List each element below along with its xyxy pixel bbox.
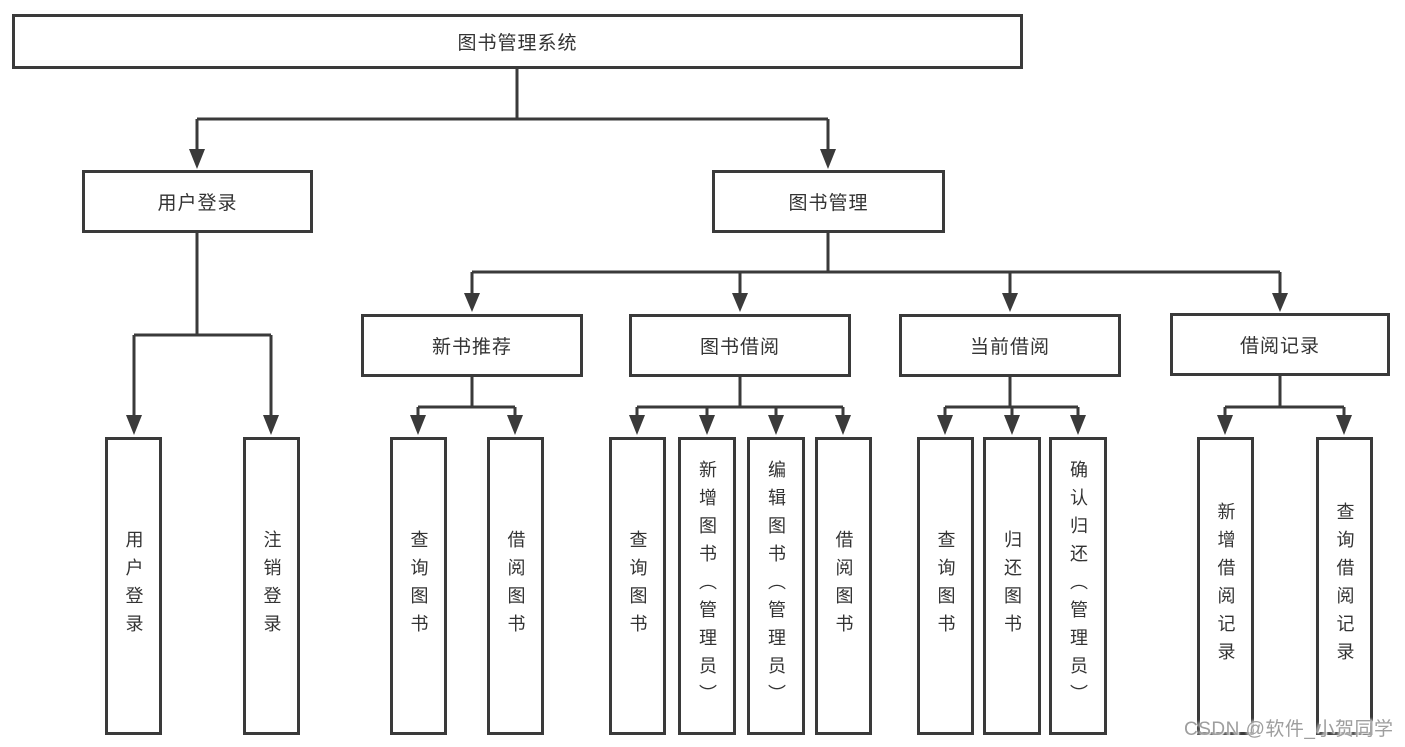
leaf-recommend-query-books: 查询图书 — [390, 437, 447, 735]
leaf-user-login-label: 用户登录 — [123, 530, 144, 642]
leaf-add-borrow-record-label: 新增借阅记录 — [1215, 502, 1236, 670]
leaf-confirm-return-admin: 确认归还（管理员） — [1049, 437, 1107, 735]
leaf-borrow-query-books-label: 查询图书 — [627, 530, 648, 642]
leaf-query-borrow-record: 查询借阅记录 — [1316, 437, 1373, 735]
node-borrow-records-label: 借阅记录 — [1239, 336, 1320, 357]
leaf-borrow-query-books: 查询图书 — [609, 437, 666, 735]
leaf-current-query-books: 查询图书 — [917, 437, 974, 735]
leaf-add-book-admin: 新增图书（管理员） — [678, 437, 736, 735]
leaf-logout-label: 注销登录 — [261, 530, 282, 642]
node-book-management: 图书管理 — [712, 170, 945, 233]
node-book-borrow-label: 图书借阅 — [699, 337, 780, 358]
watermark-text: CSDN @软件_小贺同学 — [1184, 719, 1394, 740]
leaf-recommend-query-books-label: 查询图书 — [408, 530, 429, 642]
leaf-borrow-books: 借阅图书 — [815, 437, 872, 735]
leaf-edit-book-admin: 编辑图书（管理员） — [747, 437, 805, 735]
leaf-edit-book-admin-label: 编辑图书（管理员） — [766, 460, 786, 712]
leaf-current-query-books-label: 查询图书 — [935, 530, 956, 642]
leaf-user-login: 用户登录 — [105, 437, 162, 735]
node-new-book-recommend-label: 新书推荐 — [431, 337, 512, 358]
node-new-book-recommend: 新书推荐 — [361, 314, 583, 377]
arrowhead-icons — [126, 149, 1352, 435]
leaf-borrow-books-label: 借阅图书 — [833, 530, 854, 642]
leaf-query-borrow-record-label: 查询借阅记录 — [1334, 502, 1355, 670]
node-current-borrow: 当前借阅 — [899, 314, 1121, 377]
leaf-add-borrow-record: 新增借阅记录 — [1197, 437, 1254, 735]
node-user-login: 用户登录 — [82, 170, 313, 233]
node-user-login-label: 用户登录 — [157, 193, 238, 214]
node-current-borrow-label: 当前借阅 — [969, 337, 1050, 358]
leaf-recommend-borrow-books-label: 借阅图书 — [505, 530, 526, 642]
node-library-system-label: 图书管理系统 — [457, 33, 578, 54]
node-borrow-records: 借阅记录 — [1170, 313, 1390, 376]
leaf-confirm-return-admin-label: 确认归还（管理员） — [1068, 460, 1088, 712]
node-book-borrow: 图书借阅 — [629, 314, 851, 377]
leaf-add-book-admin-label: 新增图书（管理员） — [697, 460, 717, 712]
leaf-logout: 注销登录 — [243, 437, 300, 735]
leaf-recommend-borrow-books: 借阅图书 — [487, 437, 544, 735]
node-book-management-label: 图书管理 — [788, 193, 869, 214]
leaf-return-books: 归还图书 — [983, 437, 1041, 735]
leaf-return-books-label: 归还图书 — [1002, 530, 1022, 642]
node-library-system: 图书管理系统 — [12, 14, 1023, 69]
